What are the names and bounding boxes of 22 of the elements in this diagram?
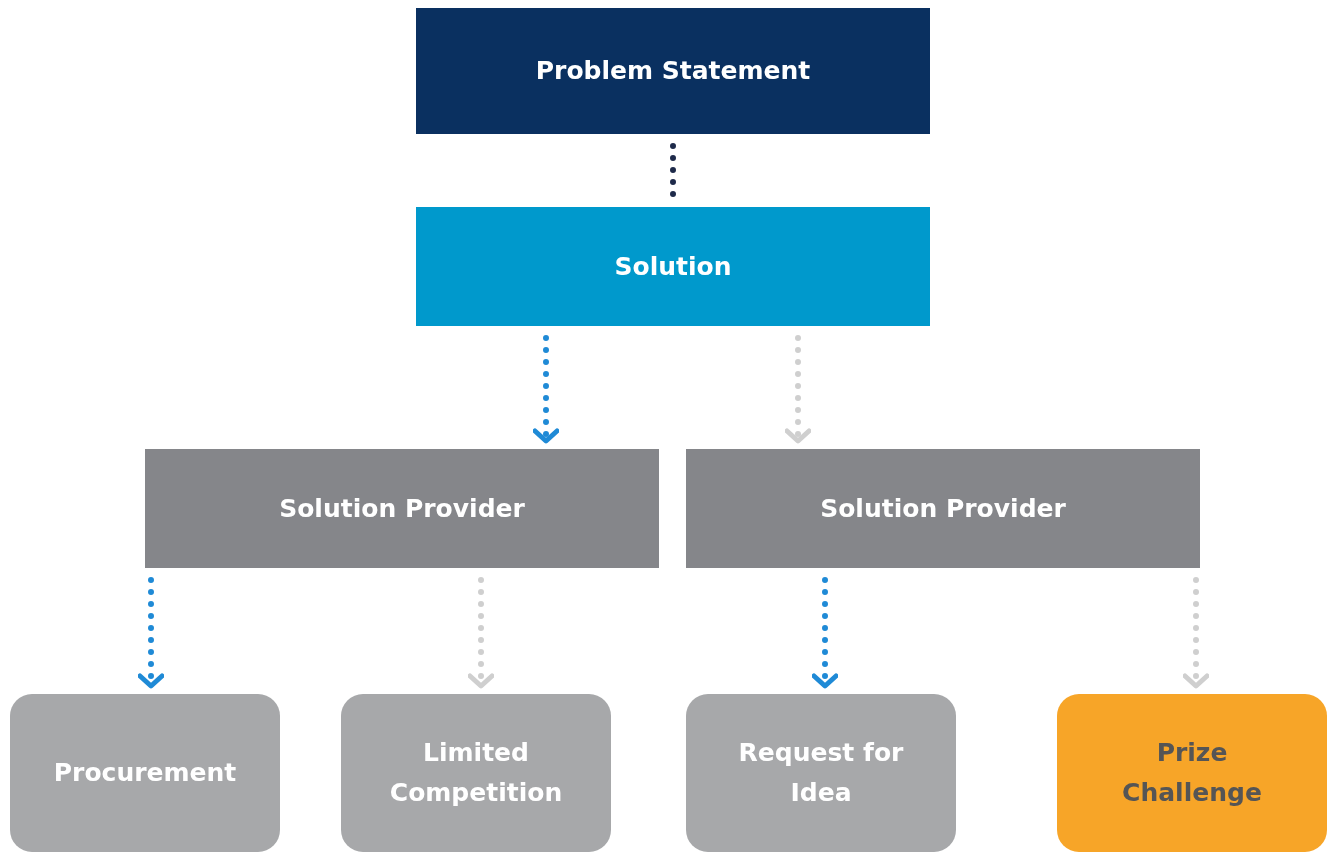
box-label: Solution Provider [279,492,525,525]
dotted-arrow [467,577,495,689]
dotted-arrow [784,335,812,444]
dotted-arrow [137,577,165,689]
box-label: Request for Idea [737,737,905,809]
box-label: Procurement [53,757,237,789]
option-box [686,694,956,852]
title-box [416,8,930,134]
option-box [341,694,611,852]
box-label: Solution Provider [820,492,1066,525]
box-label: Problem Statement [535,55,811,87]
dotted-arrow [811,577,839,689]
box-label: Solution [614,250,732,283]
provider-box [145,449,659,568]
box-label: Prize Challenge [1121,737,1263,809]
option-box [1057,694,1327,852]
option-box [10,694,280,852]
solution-box [416,207,930,326]
box-label: Limited Competition [388,737,564,809]
provider-box [686,449,1200,568]
dotted-arrow [532,335,560,444]
dotted-arrow [1182,577,1210,689]
